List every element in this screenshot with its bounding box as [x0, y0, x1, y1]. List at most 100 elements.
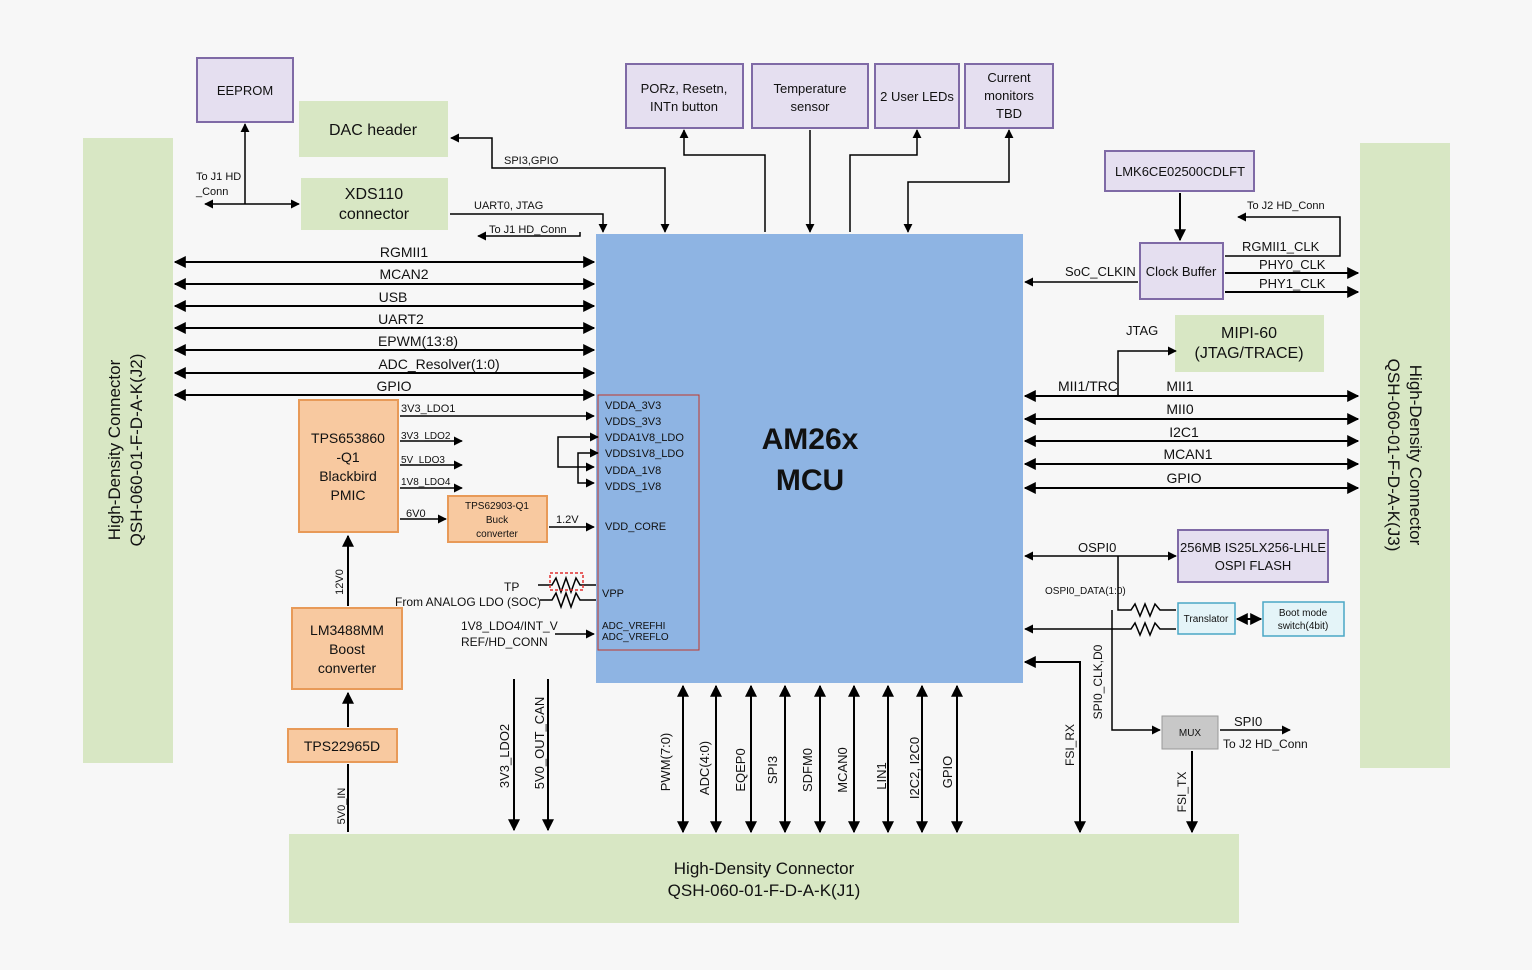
- right-bus: MII1/TRC MII1 MII0 I2C1 MCAN1 GPIO: [1023, 378, 1360, 494]
- buck-line1: TPS62903-Q1: [465, 501, 529, 512]
- ospi-flash-block: 256MB IS25LX256-LHLE OSPI FLASH: [1177, 529, 1329, 583]
- mipi-line1: MIPI-60: [1221, 325, 1277, 342]
- spi0-label: SPI0: [1234, 714, 1262, 729]
- left-bus: RGMII1 MCAN2 USB UART2 EPWM(13:8) ADC_Re…: [173, 244, 596, 401]
- xds110-line1: XDS110: [345, 186, 404, 203]
- bus-mcan2: MCAN2: [379, 266, 428, 282]
- pin-vdds-3v3: VDDS_3V3: [605, 416, 661, 428]
- bus-epwm: EPWM(13:8): [378, 333, 458, 349]
- bus-adc-resolver: ADC_Resolver(1:0): [378, 356, 499, 372]
- temperature-line1: Temperature: [774, 81, 847, 96]
- connector-j1-line1: High-Density Connector: [674, 859, 855, 878]
- to-j1-hd-conn-label: To J1 HD_Conn: [489, 224, 567, 236]
- to-j2-hd-conn-label: To J2 HD_Conn: [1247, 200, 1325, 212]
- temperature-line2: sensor: [790, 99, 830, 114]
- current-line2: monitors: [984, 88, 1034, 103]
- rgmii1-clk-label: RGMII1_CLK: [1242, 239, 1320, 254]
- mipi-block: MIPI-60 (JTAG/TRACE): [1175, 315, 1324, 372]
- ospi0-label: OSPI0: [1078, 540, 1116, 555]
- user-leds-label: 2 User LEDs: [880, 89, 954, 104]
- bottom-bus: PWM(7:0) ADC(4:0) EQEP0 SPI3 SDFM0 MCAN0…: [658, 684, 963, 834]
- buck-line2: Buck: [486, 515, 509, 526]
- connector-j2: High-Density Connector QSH-060-01-F-D-A-…: [83, 138, 173, 763]
- bus-sdfm0: SDFM0: [800, 748, 815, 792]
- pin-adc-vrefhi: ADC_VREFHI: [602, 621, 665, 632]
- bus-gpio-bottom: GPIO: [940, 756, 955, 789]
- mux-label: MUX: [1179, 728, 1202, 739]
- label-1v2: 1.2V: [556, 514, 579, 526]
- soc-clkin-label: SoC_CLKIN: [1065, 264, 1136, 279]
- bus-rgmii1: RGMII1: [380, 244, 428, 260]
- pmic-line2: -Q1: [336, 449, 360, 465]
- label-3v3-ldo1: 3V3_LDO1: [401, 403, 455, 415]
- bootmode-line1: Boot mode: [1279, 608, 1328, 619]
- label-12v0: 12V0: [334, 569, 346, 595]
- eeprom-block: EEPROM: [196, 57, 294, 123]
- pin-vdda-3v3: VDDA_3V3: [605, 400, 661, 412]
- uart0-jtag-label: UART0, JTAG: [474, 200, 543, 212]
- porz-line2: INTn button: [650, 99, 718, 114]
- tps22965-block: TPS22965D: [287, 728, 398, 763]
- boot-mode-switch-block: Boot mode switch(4bit): [1262, 601, 1345, 637]
- mcu-line1: AM26x: [762, 423, 859, 456]
- connector-j1: High-Density Connector QSH-060-01-F-D-A-…: [289, 834, 1239, 923]
- label-vref-src-1: 1V8_LDO4/INT_V: [461, 619, 558, 633]
- bus-gpio: GPIO: [376, 378, 411, 394]
- buck-line3: converter: [476, 529, 518, 540]
- pmic-line3: Blackbird: [319, 468, 377, 484]
- temperature-sensor-block: Temperature sensor: [751, 63, 869, 129]
- connector-j3: High-Density Connector QSH-060-01-F-D-A-…: [1360, 143, 1450, 768]
- ospi0-data-label: OSPI0_DATA(1:0): [1045, 586, 1126, 597]
- bus-pwm: PWM(7:0): [658, 733, 673, 792]
- mii1-trc-label: MII1/TRC: [1058, 378, 1118, 394]
- connector-j2-line2: QSH-060-01-F-D-A-K(J2): [127, 354, 146, 547]
- connector-j1-line2: QSH-060-01-F-D-A-K(J1): [668, 881, 861, 900]
- lmk-label: LMK6CE02500CDLFT: [1115, 164, 1245, 179]
- boost-line3: converter: [318, 660, 377, 676]
- porz-block: PORz, Resetn, INTn button: [625, 63, 744, 129]
- pin-vdds-1v8: VDDS_1V8: [605, 481, 661, 493]
- pmic-line4: PMIC: [331, 487, 366, 503]
- spi3-gpio-label: SPI3,GPIO: [504, 155, 559, 167]
- porz-line1: PORz, Resetn,: [641, 81, 728, 96]
- boost-line2: Boost: [329, 641, 365, 657]
- to-j1-hd-label-1: To J1 HD: [196, 171, 241, 183]
- pin-vpp: VPP: [602, 588, 624, 600]
- translator-block: Translator: [1177, 602, 1236, 635]
- bus-mii0: MII0: [1166, 401, 1193, 417]
- dac-header-label: DAC header: [329, 122, 418, 139]
- label-1v8-ldo4: 1V8_LDO4: [401, 477, 451, 488]
- flash-line2: OSPI FLASH: [1215, 558, 1292, 573]
- connector-j2-line1: High-Density Connector: [105, 359, 124, 540]
- flash-line1: 256MB IS25LX256-LHLE: [1180, 540, 1326, 555]
- mcu-line2: MCU: [776, 464, 844, 497]
- current-monitors-block: Current monitors TBD: [964, 63, 1054, 129]
- bus-mii1: MII1: [1166, 378, 1193, 394]
- user-leds-block: 2 User LEDs: [874, 63, 960, 129]
- label-5v0-out-can: 5V0_OUT_CAN: [532, 697, 547, 789]
- label-vref-src-2: REF/HD_CONN: [461, 635, 548, 649]
- fsi-tx-label: FSI_TX: [1175, 772, 1189, 813]
- label-5v-ldo3: 5V_LDO3: [401, 455, 445, 466]
- bus-eqep0: EQEP0: [733, 748, 748, 791]
- to-j1-hd-label-2: _Conn: [195, 186, 228, 198]
- label-tp: TP: [504, 580, 519, 594]
- spi0-clk-d0-label: SPI0_CLK,D0: [1091, 644, 1105, 719]
- pin-vdda1v8-ldo: VDDA1V8_LDO: [605, 432, 684, 444]
- pmic-block: TPS653860 -Q1 Blackbird PMIC: [298, 399, 399, 533]
- current-line3: TBD: [996, 106, 1022, 121]
- lmk-block: LMK6CE02500CDLFT: [1104, 150, 1255, 192]
- boost-converter-block: LM3488MM Boost converter: [291, 607, 403, 690]
- clock-buffer-block: Clock Buffer: [1139, 242, 1224, 300]
- phy1-clk-label: PHY1_CLK: [1259, 276, 1326, 291]
- bootmode-line2: switch(4bit): [1278, 621, 1329, 632]
- bus-uart2: UART2: [378, 311, 424, 327]
- label-5v0-in: 5V0_IN: [336, 788, 348, 825]
- pin-vdds1v8-ldo: VDDS1V8_LDO: [605, 448, 684, 460]
- mux-block: MUX: [1161, 715, 1219, 750]
- mcu-block: AM26x MCU VDDA_3V3 VDDS_3V3 VDDA1V8_LDO …: [596, 234, 1023, 683]
- pin-adc-vreflo: ADC_VREFLO: [602, 632, 669, 643]
- eeprom-label: EEPROM: [217, 83, 273, 98]
- pin-vdd-core: VDD_CORE: [605, 521, 666, 533]
